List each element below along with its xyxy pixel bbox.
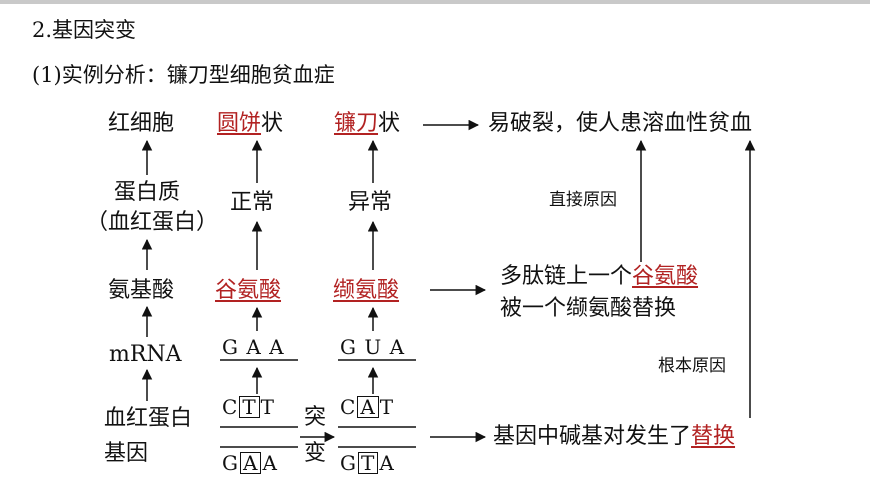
direct-cause-label: 直接原因 — [549, 190, 617, 210]
mutant-cell-shape-highlight: 镰刀 — [334, 111, 379, 136]
mutation-label-line1: 突 — [304, 405, 327, 430]
normal-cell-shape: 圆饼状 — [217, 113, 283, 135]
normal-dna-top-base-3: T — [260, 395, 275, 419]
amino-acid-label: 氨基酸 — [108, 278, 175, 303]
mutant-dna-bottom-base-1: G — [340, 451, 357, 475]
mutant-mrna-base-1: G — [340, 335, 357, 359]
normal-mrna-base-1: G — [222, 335, 239, 359]
amino-acid-result-highlight: 谷氨酸 — [632, 264, 699, 289]
normal-mrna-base-2: A — [246, 335, 262, 359]
mutant-cell-shape: 镰刀状 — [334, 113, 400, 135]
gene-result: 基因中碱基对发生了替换 — [493, 426, 735, 448]
amino-acid-result-line2: 被一个缬氨酸替换 — [500, 296, 677, 321]
normal-cell-shape-suffix: 状 — [261, 111, 284, 136]
cell-result: 易破裂，使人患溶血性贫血 — [488, 111, 753, 136]
normal-cell-shape-highlight: 圆饼 — [217, 111, 262, 136]
mutant-mrna-base-2: U — [364, 335, 383, 359]
normal-mrna-base-3: A — [269, 335, 285, 359]
mutant-mrna-sequence: G U A — [340, 337, 405, 357]
root-cause-label: 根本原因 — [658, 356, 726, 376]
protein-label-line2: （血红蛋白） — [86, 210, 219, 235]
mutant-dna-top-base-1: C — [340, 395, 357, 419]
mrna-label: mRNA — [109, 342, 182, 367]
cell-label: 红细胞 — [108, 111, 175, 136]
mutant-dna-top-base-2: A — [357, 396, 379, 418]
section-title: 2.基因突变 — [32, 18, 137, 42]
mutant-dna-bottom-base-3: A — [379, 451, 395, 475]
normal-protein: 正常 — [230, 190, 275, 215]
mutant-dna-top-base-3: T — [379, 395, 395, 419]
mutant-dna-bottom-base-2: T — [357, 452, 379, 474]
gene-label-line2: 基因 — [104, 441, 149, 466]
subsection-title: (1)实例分析：镰刀型细胞贫血症 — [32, 63, 335, 87]
mutant-cell-shape-suffix: 状 — [378, 111, 401, 136]
mutant-protein: 异常 — [348, 190, 393, 215]
protein-label-line1: 蛋白质 — [114, 180, 181, 205]
amino-acid-result-prefix: 多肽链上一个 — [500, 264, 633, 289]
normal-dna-bottom-base-3: A — [262, 451, 278, 475]
normal-mrna-sequence: G A A — [222, 337, 285, 357]
gene-result-prefix: 基因中碱基对发生了 — [493, 424, 692, 449]
normal-dna-bottom-base-1: G — [222, 451, 239, 475]
gene-result-highlight: 替换 — [691, 424, 736, 449]
normal-amino-acid: 谷氨酸 — [215, 278, 282, 303]
gene-label-line1: 血红蛋白 — [104, 406, 193, 431]
normal-dna-top-base-1: C — [222, 395, 239, 419]
top-bar — [0, 0, 870, 4]
mutant-mrna-base-3: A — [389, 335, 406, 359]
normal-dna-bottom-base-2: A — [239, 452, 262, 474]
mutation-label-line2: 变 — [304, 441, 327, 466]
normal-dna-top-base-2: T — [239, 396, 260, 418]
mutant-amino-acid: 缬氨酸 — [333, 278, 400, 303]
amino-acid-result-line1: 多肽链上一个谷氨酸 — [500, 266, 698, 288]
